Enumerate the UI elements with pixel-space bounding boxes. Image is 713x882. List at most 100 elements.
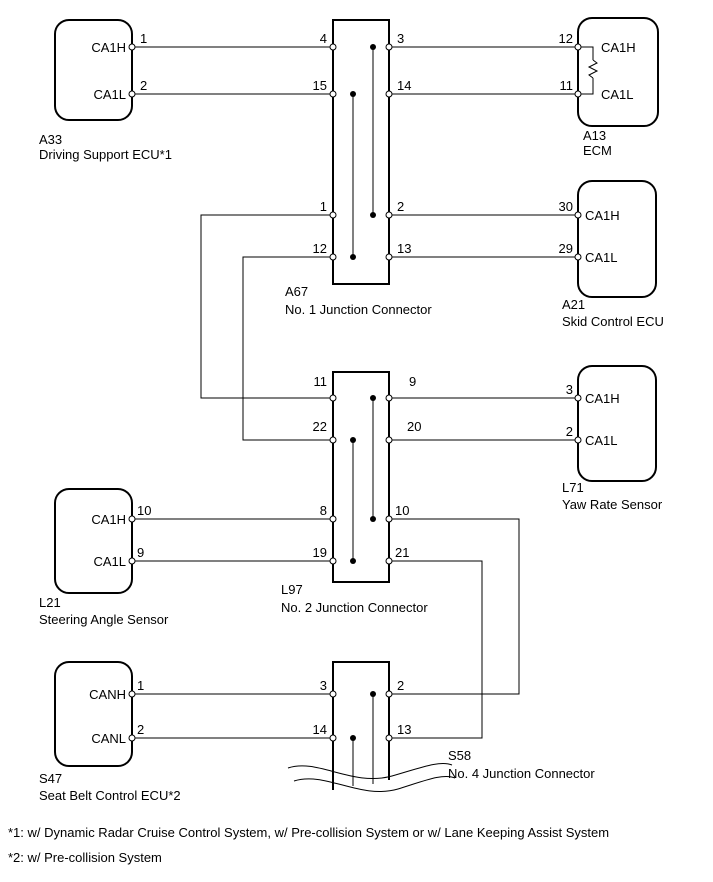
- a33-ecu-box: [54, 19, 133, 121]
- s47-pin-name: CANH: [89, 687, 126, 702]
- wire-l97-10-to-s58-2: [389, 518, 520, 695]
- pin-terminal: [128, 515, 136, 523]
- a13-pin-name: CA1H: [601, 40, 636, 55]
- a67-splice-dot: [370, 44, 376, 50]
- pin-terminal: [574, 211, 582, 219]
- component-labels: A33 Driving Support ECU*1 A13 ECM A21 Sk…: [39, 128, 664, 803]
- component-pin-names: CA1H CA1L CA1H CA1L CA1H CA1L CA1H CA1L …: [89, 40, 636, 746]
- l97-junction-connector: [332, 371, 390, 583]
- a21-pin-name: CA1H: [585, 208, 620, 223]
- l21-name: Steering Angle Sensor: [39, 612, 169, 627]
- pin-terminal: [574, 90, 582, 98]
- pin-number: 1: [320, 199, 327, 214]
- pin-number: 4: [320, 31, 327, 46]
- l97-splice-dot: [350, 437, 356, 443]
- s47-name: Seat Belt Control ECU*2: [39, 788, 181, 803]
- pin-terminal: [128, 734, 136, 742]
- pin-terminal: [329, 557, 337, 565]
- s58-break-line: [287, 762, 453, 780]
- s58-splice-dot: [350, 735, 356, 741]
- a67-connector-body: [332, 19, 390, 285]
- pin-terminal: [385, 394, 393, 402]
- a13-name: ECM: [583, 143, 612, 158]
- l97-splice-dot: [370, 395, 376, 401]
- pin-terminal: [329, 211, 337, 219]
- resistor-leads-top: [578, 46, 594, 60]
- pin-number: 12: [559, 31, 573, 46]
- pin-terminal: [385, 43, 393, 51]
- a33-name: Driving Support ECU*1: [39, 147, 172, 162]
- s58-name: No. 4 Junction Connector: [448, 766, 595, 781]
- pin-terminal: [385, 557, 393, 565]
- footnote-1: *1: w/ Dynamic Radar Cruise Control Syst…: [8, 825, 609, 840]
- pin-number: 13: [397, 722, 411, 737]
- l71-sensor-box: [577, 365, 657, 482]
- pin-number: 20: [407, 419, 421, 434]
- footnote-2: *2: w/ Pre-collision System: [8, 850, 162, 865]
- s47-id: S47: [39, 771, 62, 786]
- pin-number: 29: [559, 241, 573, 256]
- a33-id: A33: [39, 132, 62, 147]
- pin-numbers: 1 2 12 11 30 29 3 2 10 9 1 2 4 15 1 12 3…: [137, 31, 573, 737]
- pin-number: 19: [313, 545, 327, 560]
- a33-pin-name: CA1H: [91, 40, 126, 55]
- a67-splice-dot: [350, 254, 356, 260]
- pin-number: 15: [313, 78, 327, 93]
- pin-number: 9: [409, 374, 416, 389]
- pin-number: 9: [137, 545, 144, 560]
- pin-number: 2: [397, 678, 404, 693]
- pin-terminal: [128, 43, 136, 51]
- pin-terminal: [329, 253, 337, 261]
- pin-number: 10: [395, 503, 409, 518]
- pin-terminal: [329, 90, 337, 98]
- pin-number: 14: [397, 78, 411, 93]
- pin-number: 3: [397, 31, 404, 46]
- a33-pin-name: CA1L: [93, 87, 126, 102]
- pin-number: 12: [313, 241, 327, 256]
- a13-ecm-box: [577, 17, 659, 127]
- wire-a67-1-to-l97-11: [200, 214, 333, 399]
- pin-number: 13: [397, 241, 411, 256]
- pin-number: 2: [397, 199, 404, 214]
- l97-splice-dot: [350, 558, 356, 564]
- l71-name: Yaw Rate Sensor: [562, 497, 663, 512]
- pin-terminal: [574, 394, 582, 402]
- l71-pin-name: CA1L: [585, 433, 618, 448]
- pin-number: 2: [566, 424, 573, 439]
- a13-id: A13: [583, 128, 606, 143]
- a67-name: No. 1 Junction Connector: [285, 302, 432, 317]
- pin-number: 30: [559, 199, 573, 214]
- a67-junction-connector: [332, 19, 390, 285]
- l71-id: L71: [562, 480, 584, 495]
- a67-splice-dot: [370, 212, 376, 218]
- pin-terminal: [574, 253, 582, 261]
- a21-id: A21: [562, 297, 585, 312]
- pin-number: 11: [560, 78, 574, 93]
- a67-splice-dot: [350, 91, 356, 97]
- l97-connector-body: [332, 371, 390, 583]
- pin-terminal: [385, 253, 393, 261]
- l97-id: L97: [281, 582, 303, 597]
- l97-splice-dot: [370, 516, 376, 522]
- pin-terminal: [385, 90, 393, 98]
- wires: [132, 46, 578, 739]
- l71-pin-name: CA1H: [585, 391, 620, 406]
- pin-terminal: [329, 690, 337, 698]
- s47-pin-name: CANL: [91, 731, 126, 746]
- a67-id: A67: [285, 284, 308, 299]
- a21-name: Skid Control ECU: [562, 314, 664, 329]
- l21-id: L21: [39, 595, 61, 610]
- footnotes: *1: w/ Dynamic Radar Cruise Control Syst…: [8, 825, 609, 865]
- pin-number: 2: [140, 78, 147, 93]
- resistor-leads-bottom: [578, 78, 594, 95]
- wire-l97-21-to-s58-13: [389, 560, 483, 739]
- resistor-zigzag: [587, 59, 599, 79]
- s47-ecu-box: [54, 661, 133, 767]
- s58-break-line: [293, 775, 456, 793]
- pin-terminal: [329, 515, 337, 523]
- pin-terminals: [128, 43, 582, 742]
- pin-number: 22: [313, 419, 327, 434]
- pin-terminal: [574, 43, 582, 51]
- pin-terminal: [385, 690, 393, 698]
